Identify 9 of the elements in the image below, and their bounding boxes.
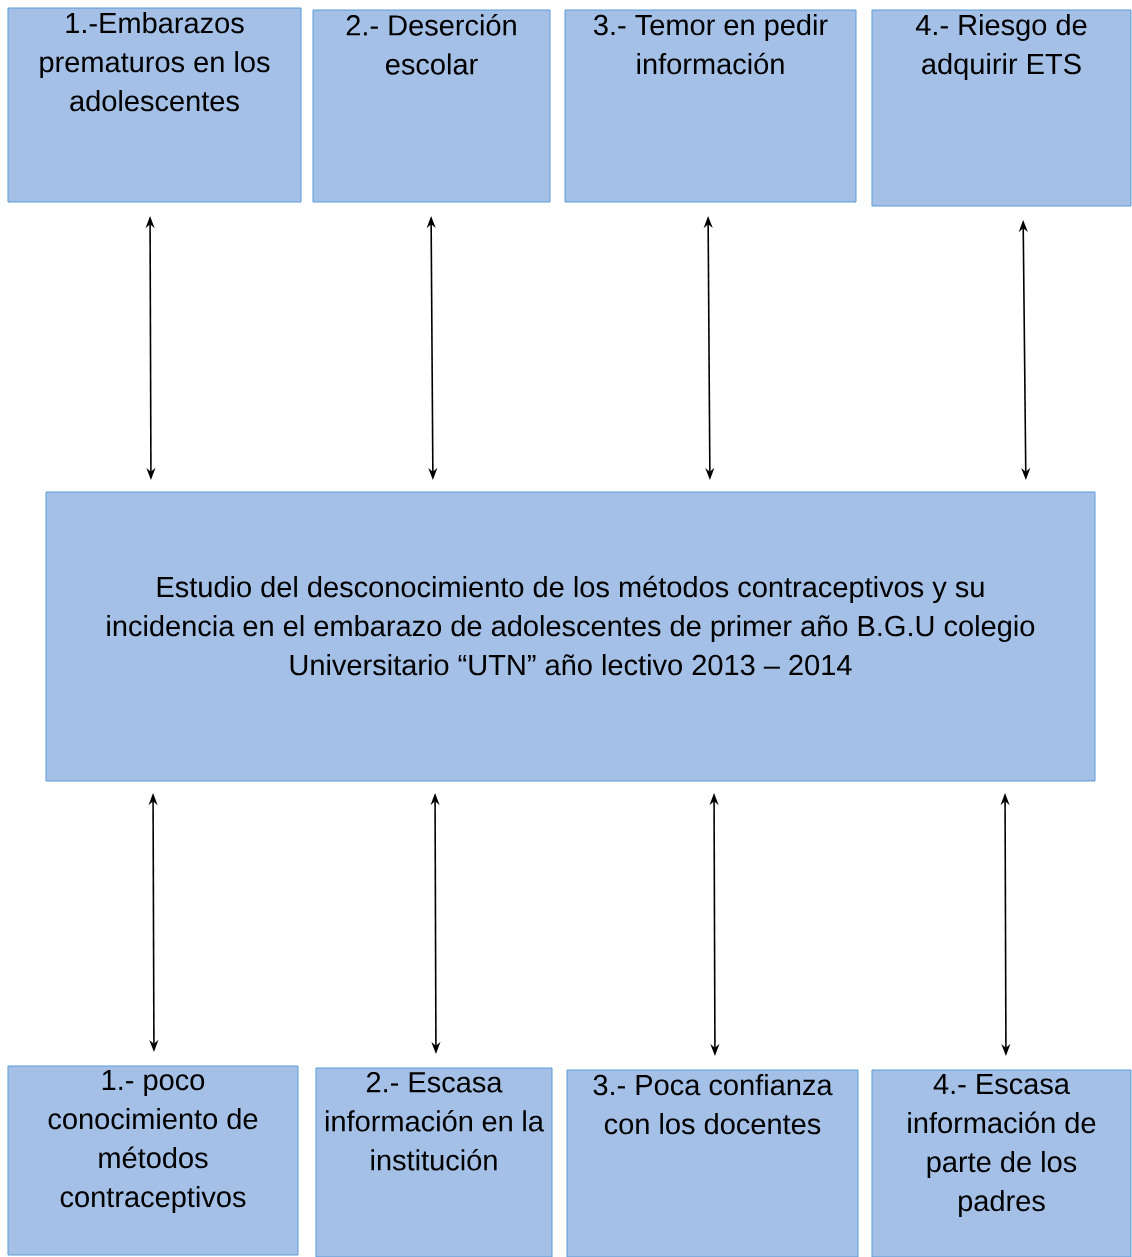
text-box: 2.- Escasa información en la institución: [315, 1067, 553, 1257]
text-box: 3.- Poca confianza con los docentes: [566, 1069, 859, 1257]
text-box: 1.-Embarazos prematuros en los adolescentes: [7, 7, 302, 203]
text-box: 1.- poco conocimiento de métodos contraceptivos: [7, 1065, 299, 1256]
text-box: 4.- Riesgo de adquirir ETS: [871, 9, 1132, 207]
text-box: 4.- Escasa información de parte de los padres: [871, 1069, 1132, 1257]
text-box: 3.- Temor en pedir información: [564, 9, 857, 203]
text-box: 2.- Deserción escolar: [312, 9, 551, 203]
text-box: Estudio del desconocimiento de los métodos contraceptivos y su incidencia en el embarazo de adolescentes de primer año B.G.U colegio Universitario “UTN” año lectivo 2013 – 2014: [45, 491, 1096, 782]
